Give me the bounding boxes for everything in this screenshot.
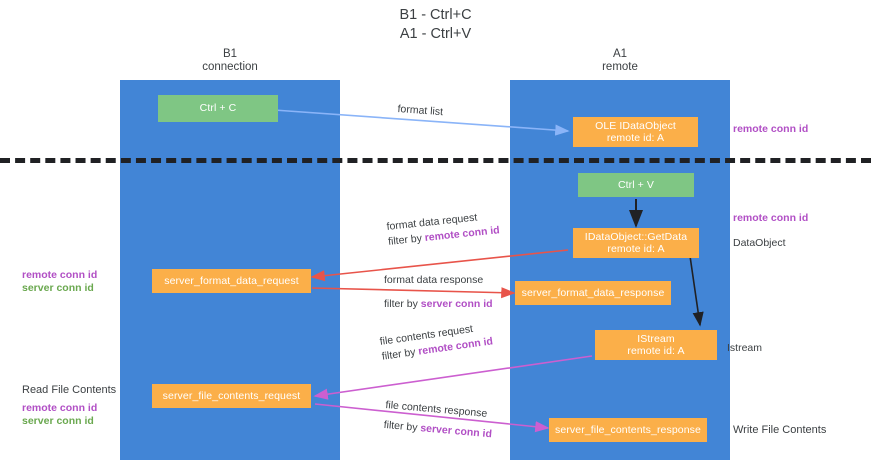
column-header-a1: A1 remote	[602, 48, 638, 73]
caption-filter-prefix-1: filter by	[387, 232, 426, 248]
box-server-file-contents-request[interactable]: server_file_contents_request	[152, 384, 311, 408]
page-title: B1 - Ctrl+C A1 - Ctrl+V	[399, 7, 472, 42]
label-read-file-contents: Read File Contents	[22, 384, 117, 396]
label-left-remote-conn-id-bottom: remote conn id	[22, 402, 98, 414]
section-divider	[0, 158, 871, 163]
arrow-format-list	[273, 109, 570, 136]
arrow-format-data-response	[311, 287, 516, 299]
box-idataobject-getdata[interactable]: IDataObject::GetData remote id: A	[573, 228, 699, 258]
box-ole-idataobject[interactable]: OLE IDataObject remote id: A	[573, 117, 698, 147]
label-dataobject: DataObject	[733, 237, 786, 249]
caption-format-data-response-group: format data response filter by server co…	[384, 274, 493, 311]
arrow-file-contents-request	[313, 355, 593, 400]
caption-format-data-response-filter: filter by server conn id	[384, 298, 493, 311]
box-server-format-data-request[interactable]: server_format_data_request	[152, 269, 311, 293]
box-server-format-data-response[interactable]: server_format_data_response	[515, 281, 671, 305]
column-header-b1: B1 connection	[202, 48, 258, 73]
box-ctrl-c[interactable]: Ctrl + C	[158, 95, 278, 122]
box-istream[interactable]: IStream remote id: A	[595, 330, 717, 360]
label-left-remote-conn-id-mid: remote conn id	[22, 269, 98, 281]
label-remote-conn-id-mid: remote conn id	[733, 212, 809, 224]
caption-filter-prefix-4: filter by	[383, 418, 421, 435]
label-istream: Istream	[727, 342, 763, 354]
caption-filter-key-2: server conn id	[420, 298, 493, 310]
label-write-file-contents: Write File Contents	[733, 424, 827, 436]
arrow-file-contents-response	[314, 403, 550, 433]
label-left-server-conn-id-bottom: server conn id	[22, 415, 94, 427]
caption-format-data-response: format data response	[384, 274, 484, 286]
label-remote-conn-id-top: remote conn id	[733, 123, 809, 135]
box-ctrl-v[interactable]: Ctrl + V	[578, 173, 694, 197]
caption-filter-prefix-2: filter by	[384, 298, 421, 310]
label-left-server-conn-id-mid: server conn id	[22, 282, 94, 294]
box-server-file-contents-response[interactable]: server_file_contents_response	[549, 418, 707, 442]
arrow-format-data-request	[310, 249, 569, 282]
arrow-getdata-to-istream	[689, 255, 704, 327]
